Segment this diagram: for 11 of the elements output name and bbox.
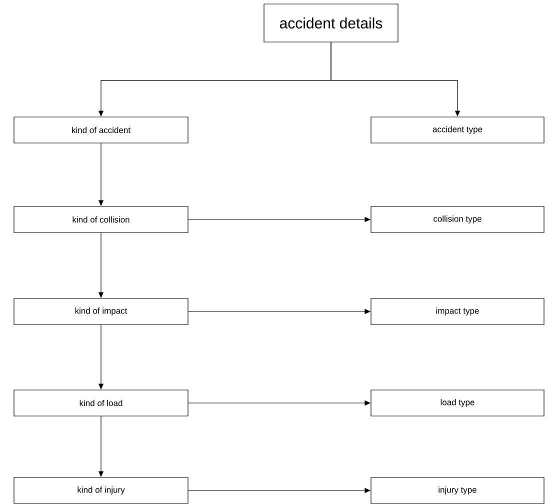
process-box: load type — [370, 390, 544, 416]
process-box: accident type — [370, 116, 544, 144]
process-box: collision type — [370, 206, 544, 233]
process-box: kind of load — [14, 390, 188, 416]
process-box: kind of impact — [14, 298, 188, 325]
process-box: impact type — [370, 298, 544, 325]
process-box: accident details — [264, 4, 398, 42]
process-box: kind of injury — [14, 477, 188, 504]
process-box: kind of accident — [14, 116, 188, 144]
process-box: injury type — [370, 477, 544, 504]
process-box: kind of collision — [14, 206, 188, 233]
